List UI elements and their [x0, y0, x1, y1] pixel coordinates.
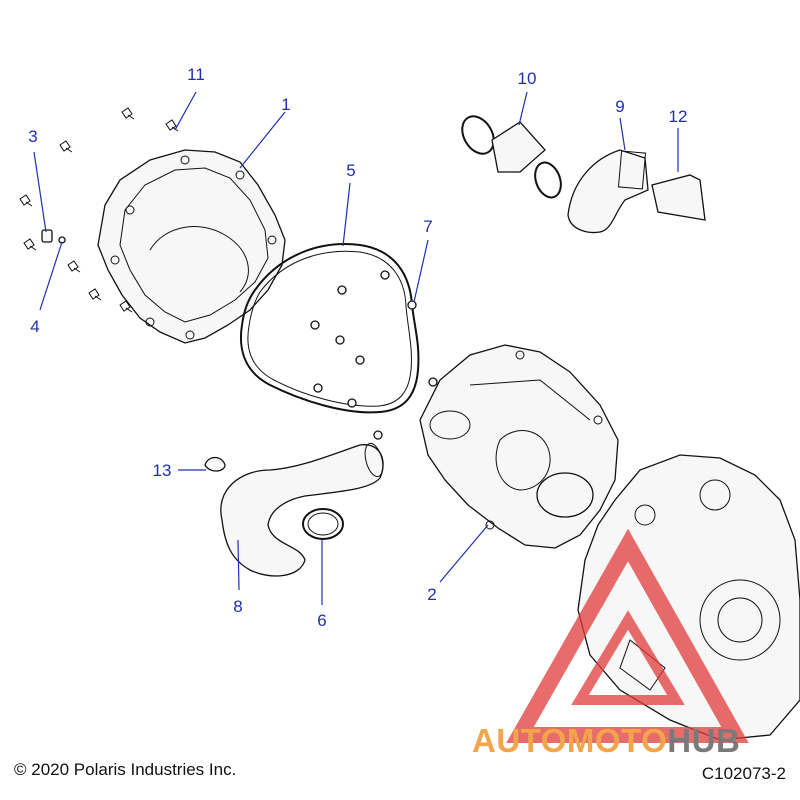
callout-5: 5: [346, 161, 355, 180]
callout-4: 4: [30, 317, 39, 336]
part-outer-clutch-cover: [97, 149, 286, 344]
part-coupler: [461, 115, 562, 199]
callout-13: 13: [153, 461, 172, 480]
leader-lines: [33, 91, 679, 605]
callout-10: 10: [518, 69, 537, 88]
part-fastener-washer: [41, 229, 66, 244]
watermark-logo: AUTOMOTOHUB: [472, 528, 749, 759]
callout-3: 3: [28, 127, 37, 146]
part-clamp-6: [302, 508, 344, 540]
part-elbow-duct: [567, 149, 649, 234]
part-grommets: [310, 270, 438, 440]
callout-1: 1: [281, 95, 290, 114]
callout-8: 8: [233, 597, 242, 616]
callout-9: 9: [615, 97, 624, 116]
watermark-triangle-icon: [506, 528, 749, 743]
part-air-duct: [220, 442, 384, 577]
drawing-id: C102073-2: [701, 764, 786, 783]
callout-2: 2: [427, 585, 436, 604]
callout-11: 11: [187, 65, 205, 84]
part-screws: [19, 107, 179, 313]
callout-6: 6: [317, 611, 326, 630]
svg-text:AUTOMOTOHUB: AUTOMOTOHUB: [472, 722, 740, 759]
watermark-text-primary: AUTOMOTO: [472, 722, 667, 759]
watermark-text-secondary: HUB: [667, 722, 740, 759]
callout-7: 7: [423, 217, 432, 236]
copyright-text: © 2020 Polaris Industries Inc.: [14, 760, 237, 779]
part-pad: [651, 174, 706, 221]
callout-12: 12: [669, 107, 688, 126]
callout-labels: 1 11 3 4 5 7 10 9 12 13 8 6 2: [28, 65, 687, 630]
part-gasket: [240, 243, 420, 414]
part-inner-clutch-cover: [419, 344, 619, 549]
part-clip-13: [204, 456, 226, 472]
